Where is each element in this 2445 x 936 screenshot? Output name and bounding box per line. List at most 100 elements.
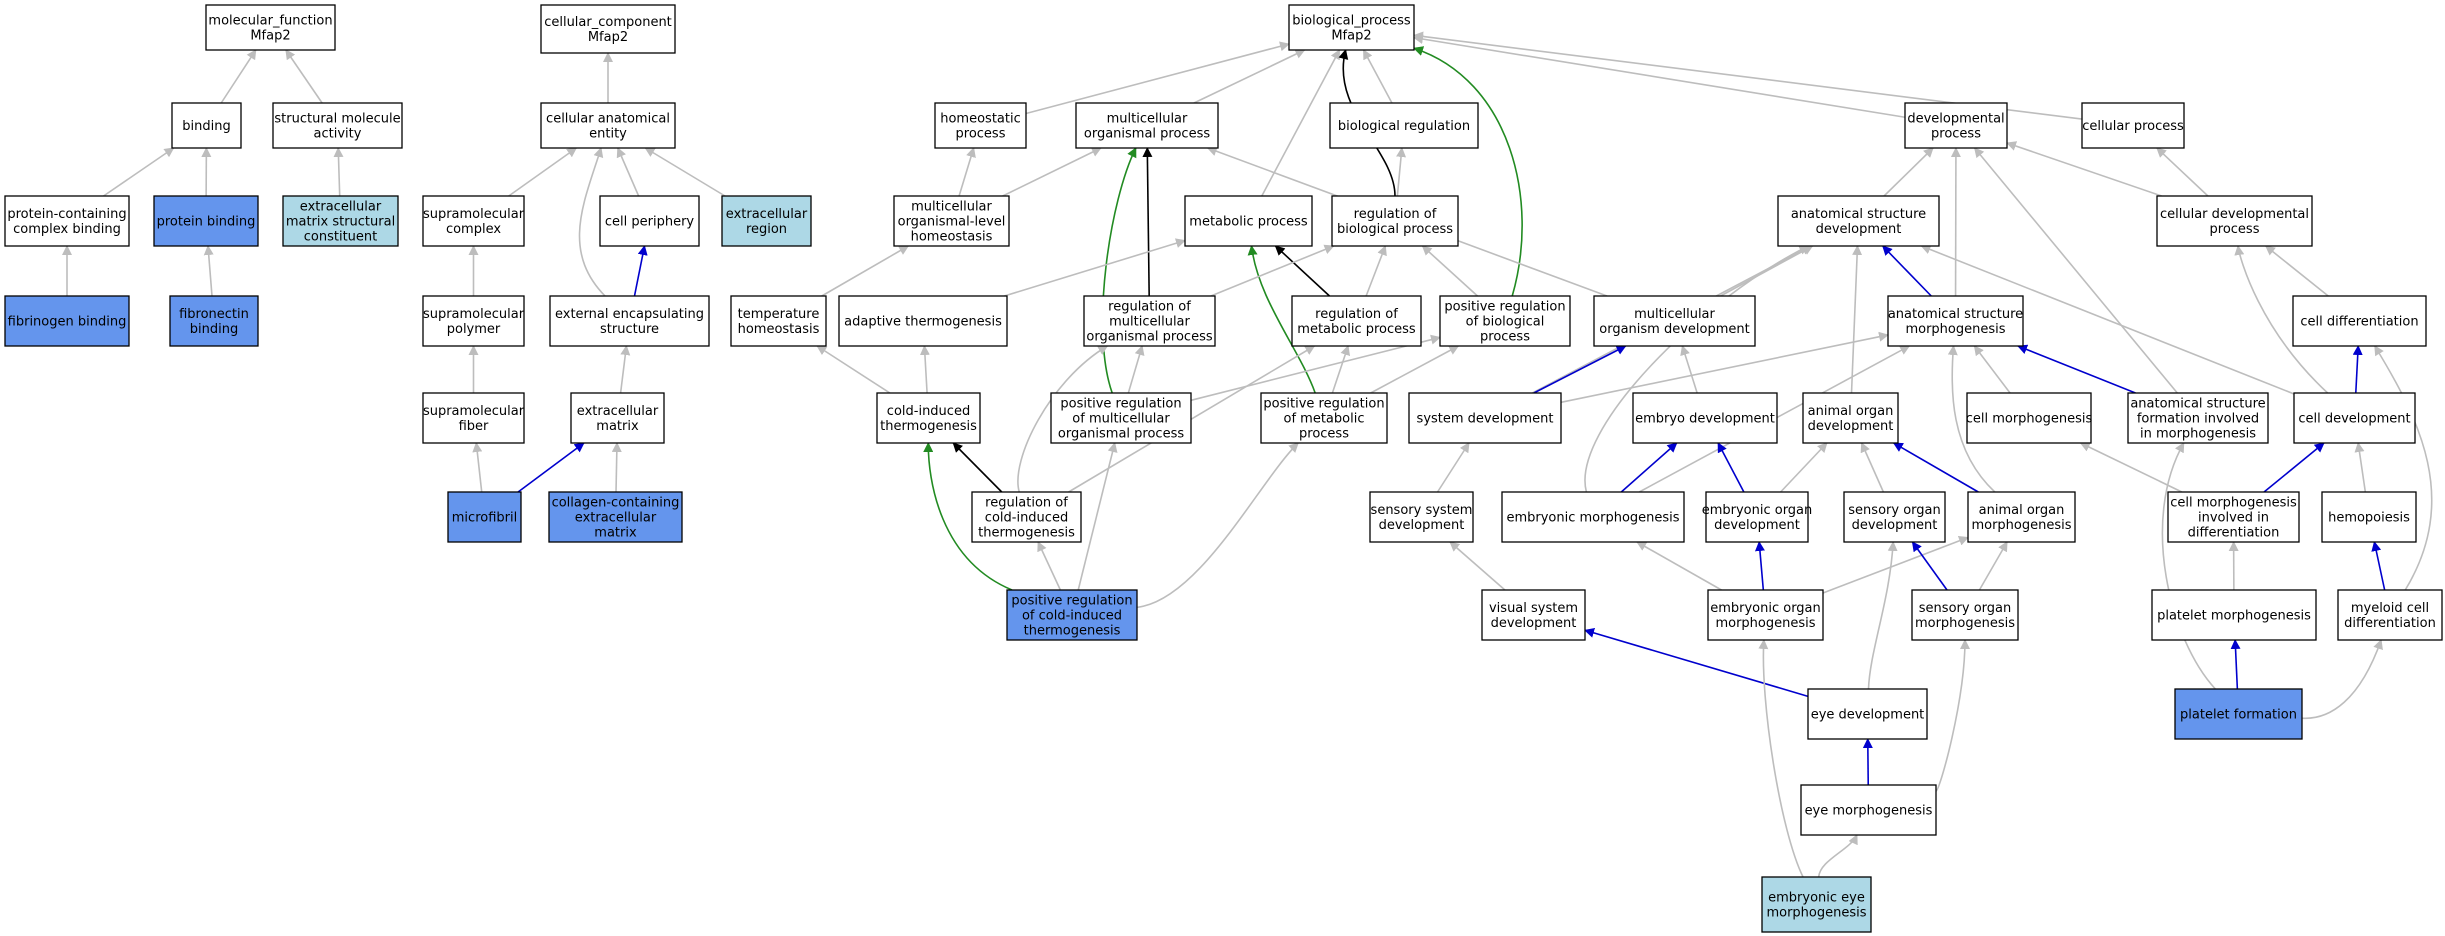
node-box xyxy=(1904,102,2008,149)
node-box xyxy=(1050,392,1192,444)
node-box xyxy=(1408,392,1562,444)
edge-part-of-celldev-to-cdiff xyxy=(2352,345,2363,394)
edge-part-of-mfib-to-ecm xyxy=(517,442,585,493)
node-box xyxy=(2174,688,2303,740)
node-label-line: hemopoiesis xyxy=(2328,511,2410,526)
node-label-line: animal organ xyxy=(1979,503,2065,518)
node-breg[interactable]: biological regulation xyxy=(1329,102,1479,149)
node-box xyxy=(1006,589,1138,641)
node-at[interactable]: adaptive thermogenesis xyxy=(838,295,1008,347)
node-mfib[interactable]: microfibril xyxy=(447,491,522,543)
node-label-line: protein-containing xyxy=(7,207,126,222)
node-cdiff[interactable]: cell differentiation xyxy=(2292,295,2427,347)
edge-is-a-prmp-to-rmp xyxy=(1331,345,1351,394)
node-pm[interactable]: platelet morphogenesis xyxy=(2151,589,2317,641)
node-label-line: fibrinogen binding xyxy=(8,315,127,330)
node-metp[interactable]: metabolic process xyxy=(1184,195,1313,247)
node-hemo[interactable]: hemopoiesis xyxy=(2321,491,2417,543)
node-binding[interactable]: binding xyxy=(171,102,242,149)
node-label-line: anatomical structure xyxy=(2130,397,2265,412)
node-label-line: in morphogenesis xyxy=(2140,427,2256,442)
node-label-line: development xyxy=(1379,518,1465,533)
edge-is-a-mlh-to-hom xyxy=(958,147,976,197)
edge-is-a-binding-to-mf xyxy=(220,49,257,104)
edge-is-a-embdev-to-mod xyxy=(1680,345,1698,394)
edge-is-a-cdp-to-cellp xyxy=(2156,147,2209,197)
node-pf[interactable]: platelet formation xyxy=(2174,688,2303,740)
node-label-line: matrix xyxy=(594,526,637,541)
node-sysdev[interactable]: system development xyxy=(1408,392,1562,444)
node-embdev[interactable]: embryo development xyxy=(1632,392,1778,444)
node-cellp[interactable]: cellular process xyxy=(2081,102,2185,149)
node-box xyxy=(548,491,683,543)
node-cmorph[interactable]: cell morphogenesis xyxy=(1966,392,2093,444)
node-cper[interactable]: cell periphery xyxy=(599,195,700,247)
edge-is-a-breg-to-bp xyxy=(1362,49,1393,104)
node-box xyxy=(1843,491,1946,543)
node-label-line: morphogenesis xyxy=(1915,616,2015,631)
edge-is-a-prmp-to-prbp xyxy=(1370,345,1460,394)
edge-is-a-pf-to-asfm xyxy=(2161,442,2216,690)
edge-is-a-prcit-to-prmop xyxy=(1077,442,1118,591)
node-pb[interactable]: protein binding xyxy=(153,195,259,247)
edge-positively-regulates-prmp-to-metp xyxy=(1247,245,1316,394)
node-embm[interactable]: embryonic morphogenesis xyxy=(1501,491,1685,543)
node-eyedev[interactable]: eye development xyxy=(1807,688,1928,740)
node-label-line: homeostatic xyxy=(940,112,1021,127)
edge-is-a-rcit-to-rmop xyxy=(1017,345,1109,493)
node-eyem[interactable]: eye morphogenesis xyxy=(1800,784,1937,836)
node-box xyxy=(422,392,525,444)
node-celldev[interactable]: cell development xyxy=(2293,392,2416,444)
node-fibb[interactable]: fibrinogen binding xyxy=(4,295,130,347)
node-box xyxy=(1329,102,1479,149)
node-box xyxy=(1288,4,1415,51)
node-label-line: polymer xyxy=(447,322,501,337)
edge-is-a-sysdev-to-asm xyxy=(1560,331,1889,404)
